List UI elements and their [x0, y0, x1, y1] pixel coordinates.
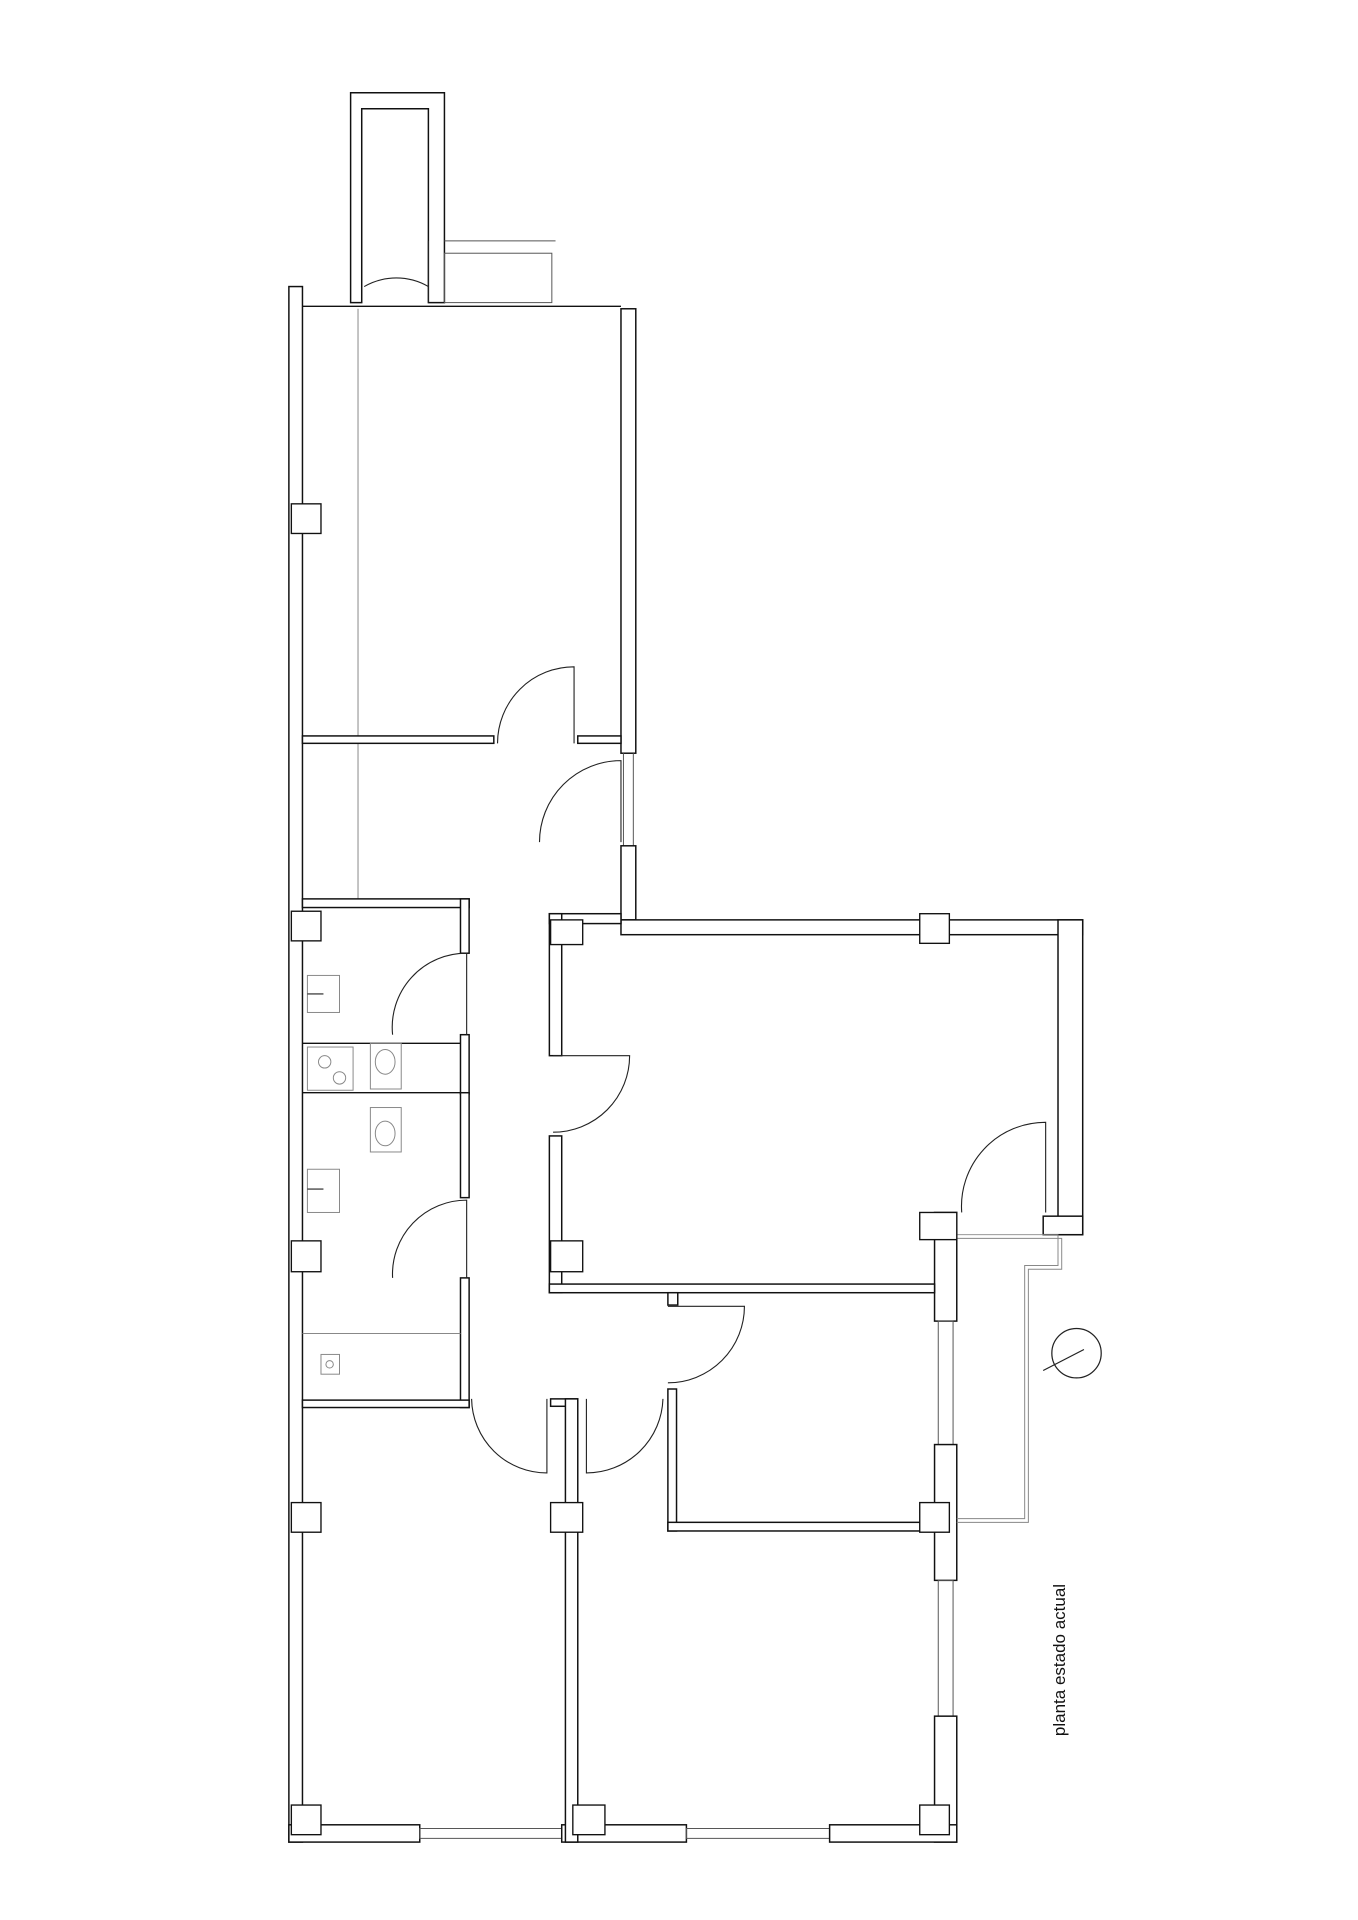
interior-walls — [301, 308, 1063, 1843]
balcony — [349, 91, 556, 304]
north-arrow-icon — [1042, 1327, 1102, 1379]
drawing-title: planta estado actual — [1050, 1583, 1069, 1737]
columns — [290, 503, 958, 1836]
exterior-walls — [288, 285, 1084, 1843]
doors — [391, 666, 1047, 1474]
bathroom-fixtures — [306, 974, 402, 1375]
